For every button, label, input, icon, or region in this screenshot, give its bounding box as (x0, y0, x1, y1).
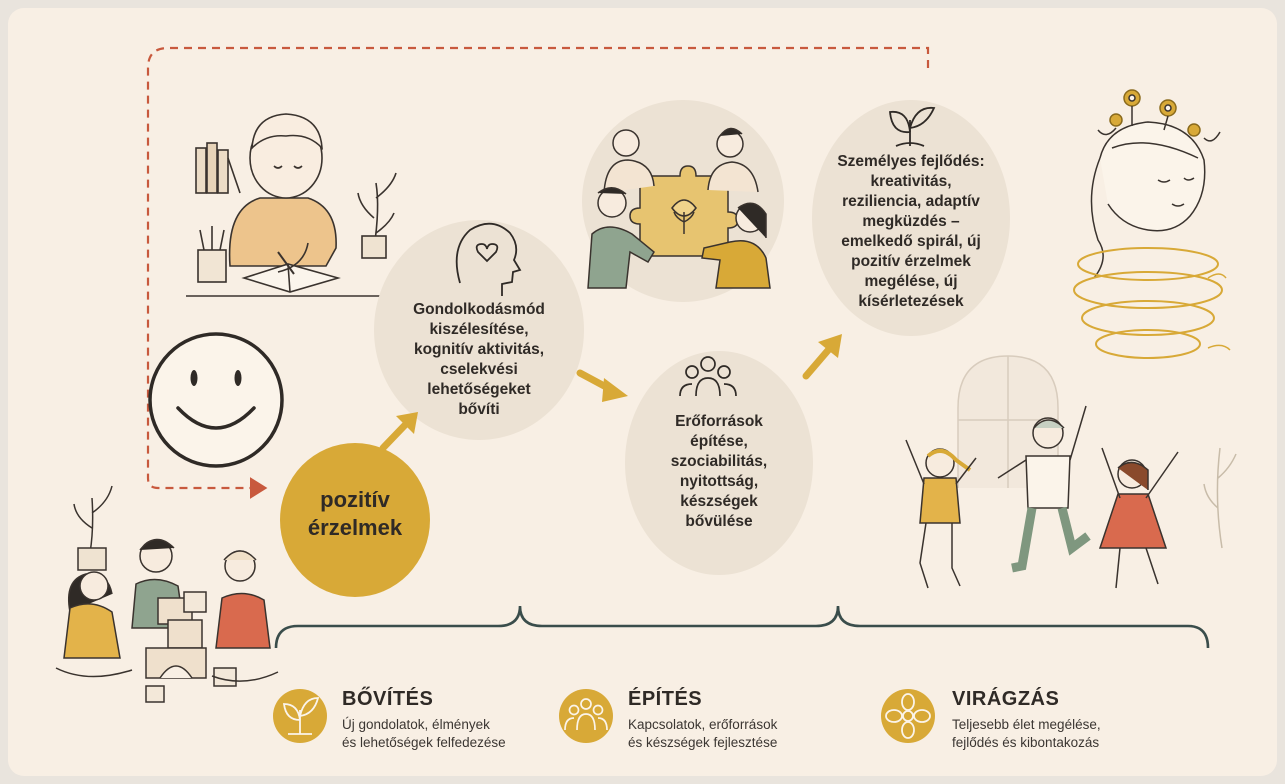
legend-desc-line: Új gondolatok, élmények (342, 717, 490, 732)
woman-flowers-spiral-illustration (1073, 89, 1231, 359)
stage2-bubble (625, 351, 813, 575)
sprout-icon-stage3 (889, 106, 936, 147)
legend-title-viragzas: VIRÁGZÁS (952, 688, 1060, 710)
stage2-line: készségek (680, 493, 758, 510)
stage3-bubble (812, 100, 1010, 336)
legend-sprout-icon (282, 697, 320, 735)
legend-desc-line: és készségek fejlesztése (628, 735, 778, 750)
growth-arrows (379, 334, 842, 452)
stage3-line: pozitív érzelmek (851, 253, 971, 270)
diagram-graphics (55, 46, 1237, 743)
stage3-text: Személyes fejlődés: kreativitás, rezilie… (816, 152, 1006, 312)
legend-desc-line: Kapcsolatok, erőforrások (628, 717, 778, 732)
arrow-to-stage2 (576, 369, 628, 402)
legend-desc-line: Teljesebb élet megélése, (952, 717, 1101, 732)
stage3-line: kreativitás, (870, 173, 952, 190)
legend-desc-line: fejlődés és kibontakozás (952, 735, 1100, 750)
stage2-line: Erőforrások (675, 413, 763, 430)
stage3-line: emelkedő spirál, új (841, 233, 981, 250)
stage1-line: bővíti (458, 401, 500, 418)
stage1-line: cselekvési (440, 361, 518, 378)
pozitiv-label-line2: érzelmek (307, 515, 403, 540)
stage1-line: lehetőségeket (427, 381, 531, 398)
puzzle-team-illustration (587, 127, 771, 289)
stage1-line: Gondolkodásmód (413, 301, 545, 318)
stage1-line: kognitív aktivitás, (413, 341, 545, 358)
stage3-line: Személyes fejlődés: (837, 153, 985, 170)
stage2-line: építése, (690, 433, 748, 450)
legend-desc-epites: Kapcsolatok, erőforrások és készségek fe… (628, 716, 858, 752)
pozitiv-erzelmek-label: pozitív érzelmek (280, 486, 430, 542)
children-blocks-illustration (55, 485, 279, 703)
legend-title-bovites: BŐVÍTÉS (342, 688, 434, 710)
arrow-to-stage1 (379, 412, 418, 452)
stage3-line: kísérletezések (858, 293, 964, 310)
stage3-line: megküzdés – (862, 213, 960, 230)
stage2-line: szociabilitás, (670, 453, 768, 470)
children-jumping-illustration (905, 355, 1237, 589)
legend-desc-line: és lehetőségek felfedezése (342, 735, 506, 750)
legend-people-icon (564, 698, 608, 731)
phase-braces (274, 605, 1210, 649)
head-heart-icon (455, 222, 522, 296)
feedback-loop-arrow (146, 46, 930, 499)
stage1-bubble (374, 220, 584, 440)
legend-desc-bovites: Új gondolatok, élmények és lehetőségek f… (342, 716, 572, 752)
people-group-icon-stage2 (679, 356, 737, 397)
legend-flower-icon (885, 693, 931, 739)
boy-writing-illustration (186, 113, 397, 297)
stage1-text: Gondolkodásmód kiszélesítése, kognitív a… (374, 300, 584, 420)
stage1-line: kiszélesítése, (429, 321, 529, 338)
pozitiv-erzelmek-circle (280, 443, 430, 597)
stage2-line: nyitottság, (679, 473, 759, 490)
diagram-canvas: pozitív érzelmek Gondolkodásmód kiszéles… (8, 8, 1277, 776)
stage3-line: reziliencia, adaptív (842, 193, 980, 210)
arrow-to-stage3 (802, 334, 842, 380)
legend-desc-viragzas: Teljesebb élet megélése, fejlődés és kib… (952, 716, 1182, 752)
smiley-face-icon (148, 332, 284, 468)
stage2-text: Erőforrások építése, szociabilitás, nyit… (629, 412, 809, 532)
stage3-line: megélése, új (864, 273, 958, 290)
legend-title-epites: ÉPÍTÉS (628, 688, 703, 710)
pozitiv-label-line1: pozitív (320, 487, 390, 512)
stage2-line: bővülése (685, 513, 753, 530)
